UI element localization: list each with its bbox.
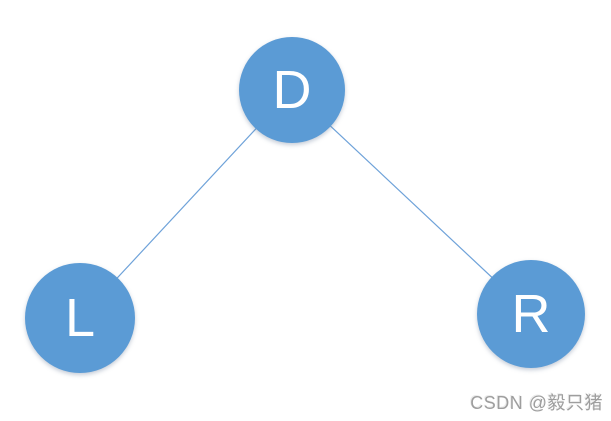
node-d: D	[239, 37, 345, 143]
node-r-label: R	[511, 284, 551, 344]
node-l: L	[25, 263, 135, 373]
node-r: R	[477, 260, 585, 368]
watermark-text: CSDN @毅只猪	[470, 393, 603, 413]
node-l-label: L	[64, 288, 96, 348]
watermark: CSDN @毅只猪	[470, 389, 603, 415]
node-d-label: D	[272, 60, 312, 120]
